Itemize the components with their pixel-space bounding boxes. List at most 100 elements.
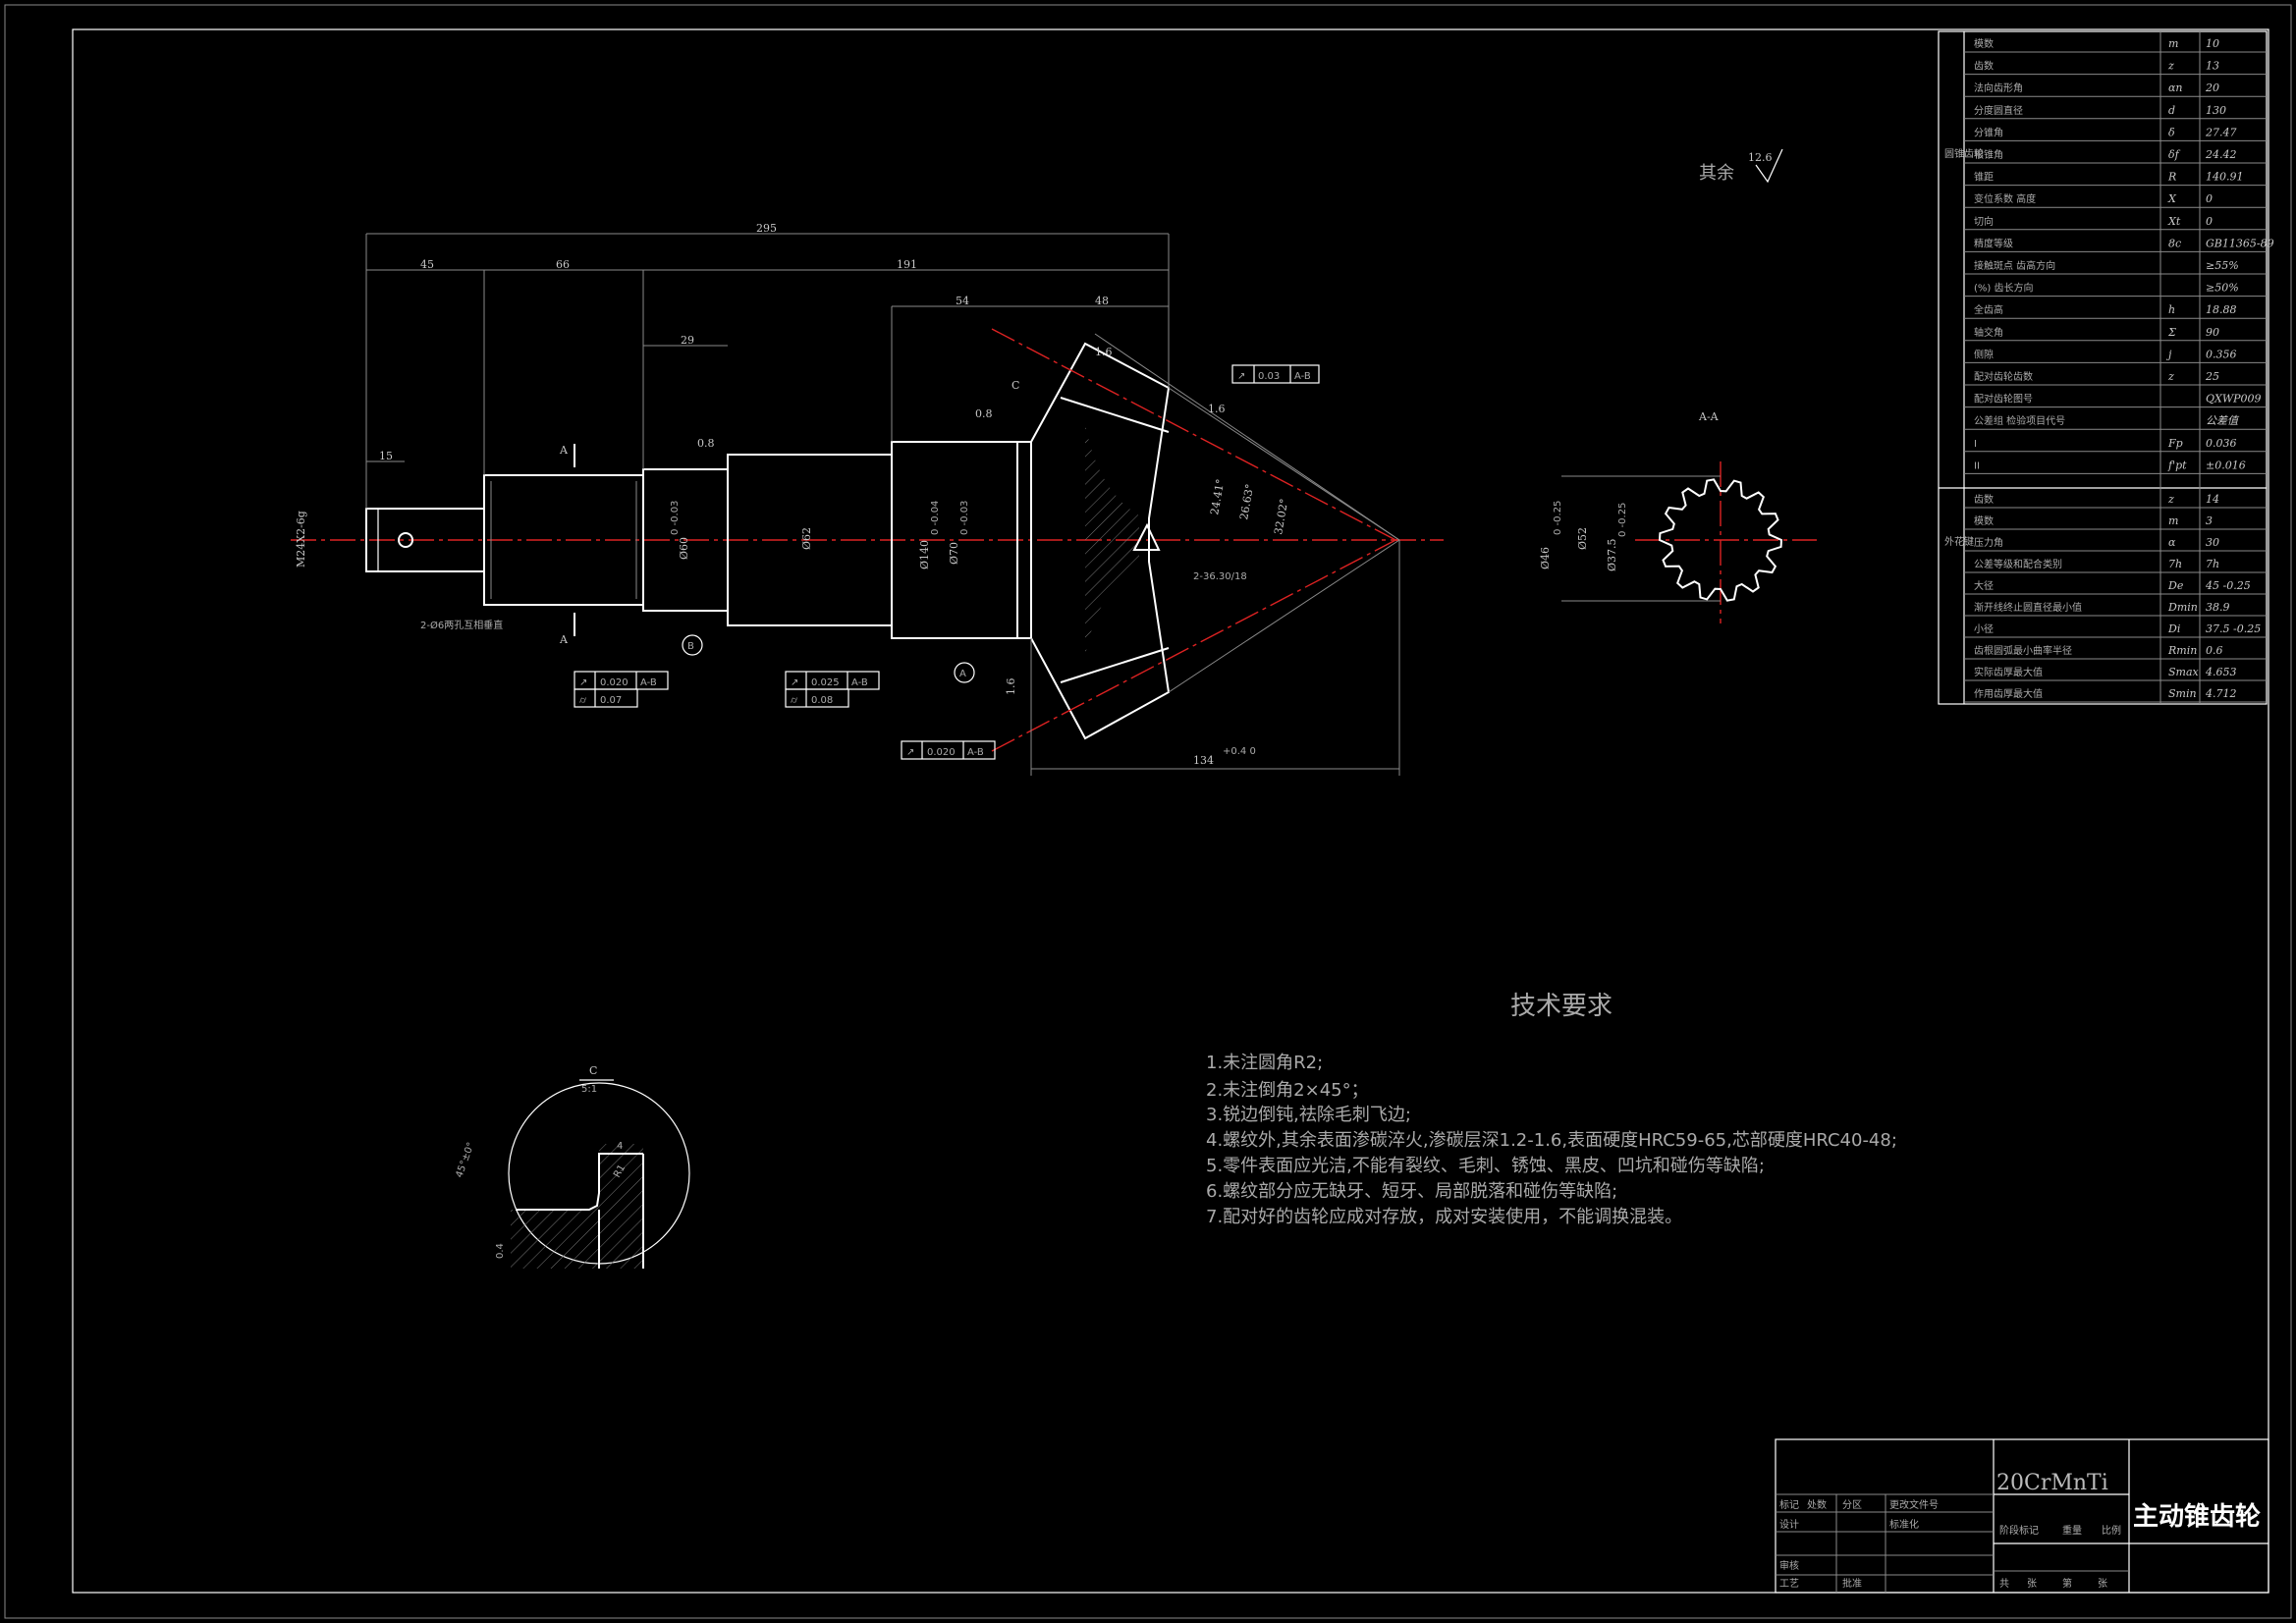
spline-row-1-cell-1: m — [2168, 514, 2178, 527]
spline-row-2-cell-2: 30 — [2206, 536, 2219, 549]
tech-item-7: 7.配对好的齿轮应成对存放，成对安装使用，不能调换混装。 — [1206, 1207, 1682, 1227]
title-block-label-10: 重量 — [2062, 1524, 2082, 1537]
spline-row-7-cell-1: Rmin — [2167, 644, 2197, 657]
cut-label-a-bottom: A — [559, 633, 569, 646]
cross-hole-icon — [398, 532, 413, 548]
gear-row-4-cell-2: 27.47 — [2205, 126, 2237, 138]
svg-text:⌭: ⌭ — [579, 695, 587, 706]
gear-row-5-cell-2: 24.42 — [2205, 148, 2237, 161]
title-block-label-13: 张 — [2027, 1578, 2037, 1590]
gear-row-14-cell-0: 侧隙 — [1974, 348, 1994, 360]
tech-item-3: 3.锐边倒钝,祛除毛刺飞边; — [1206, 1105, 1411, 1125]
tech-item-2: 2.未注倒角2×45°； — [1206, 1080, 1369, 1101]
dim-phi140: Ø140 — [918, 540, 931, 569]
gear-row-11-cell-2: ≥50% — [2206, 282, 2239, 295]
detail-mark-c: C — [1011, 379, 1019, 392]
gear-row-10-cell-2: ≥55% — [2206, 259, 2239, 272]
gear-row-8-cell-0: 切向 — [1974, 215, 1994, 228]
dim-phi70: Ø70 — [948, 542, 960, 565]
svg-text:0.025: 0.025 — [811, 677, 840, 688]
spline-row-2-cell-1: α — [2168, 536, 2176, 549]
gear-row-13-cell-1: Σ — [2167, 326, 2176, 339]
section-a-a: A-A Ø46 0 -0.25 Ø52 Ø37.5 0 -0.25 — [1539, 410, 1817, 623]
detail-angle: 45°±0° — [454, 1141, 476, 1179]
dim-phi37: Ø37.5 — [1606, 538, 1618, 571]
rough-0.8-b: 0.8 — [975, 407, 993, 420]
spline-row-4-cell-1: De — [2167, 579, 2184, 592]
dim-54: 54 — [956, 295, 969, 307]
holes-note-2: 2-36.30/18 — [1193, 571, 1247, 582]
spline-row-0-cell-2: 14 — [2206, 493, 2219, 506]
gear-row-15-cell-2: 25 — [2205, 370, 2219, 383]
tol-frame-1: ↗ 0.03 A-B — [1231, 364, 1320, 384]
gear-section-hatch — [1085, 424, 1139, 656]
gear-row-5-cell-0: 根锥角 — [1974, 148, 2003, 161]
spline-row-8-cell-0: 实际齿厚最大值 — [1974, 666, 2043, 678]
detail-dim-0.4: 0.4 — [495, 1243, 506, 1259]
bearing-seat — [891, 441, 1018, 639]
dim-191: 191 — [897, 258, 917, 271]
gear-row-18-cell-2: 0.036 — [2206, 437, 2237, 450]
spline-row-7-cell-0: 齿根圆弧最小曲率半径 — [1974, 644, 2072, 657]
svg-text:A-B: A-B — [1294, 371, 1311, 382]
gear-row-5-cell-1: δf — [2168, 148, 2181, 161]
gear-row-11-cell-0: (%) 齿长方向 — [1974, 282, 2033, 295]
datum-b-marker — [682, 634, 703, 656]
title-block-label-15: 张 — [2098, 1578, 2107, 1590]
rough-1.6-a: 1.6 — [1095, 346, 1113, 358]
svg-text:0.07: 0.07 — [600, 695, 622, 706]
title-block-label-9: 阶段标记 — [1999, 1524, 2039, 1537]
spline-row-6-cell-0: 小径 — [1974, 622, 1994, 635]
dim-thread: M24X2-6g — [295, 511, 307, 568]
gear-row-10-cell-0: 接触斑点 齿高方向 — [1974, 259, 2055, 272]
dim-phi140-tol: 0 -0.04 — [930, 501, 941, 535]
dim-angle-1: 24.41° — [1208, 478, 1227, 516]
gear-row-6-cell-0: 锥距 — [1974, 172, 1994, 184]
tech-heading: 技术要求 — [1510, 992, 1613, 1021]
title-block-label-7: 工艺 — [1779, 1578, 1799, 1590]
gear-row-8-cell-2: 0 — [2206, 215, 2213, 228]
gear-row-15-cell-1: z — [2167, 370, 2174, 383]
gear-row-18-cell-0: I — [1974, 439, 1977, 450]
gear-row-14-cell-2: 0.356 — [2206, 348, 2237, 360]
title-block: 20CrMnTi 主动锥齿轮 标记处数分区更改文件号设计标准化审核工艺批准阶段标… — [1775, 1438, 2269, 1594]
detail-label: C — [589, 1064, 597, 1077]
dim-45: 45 — [420, 258, 434, 271]
gear-row-12-cell-2: 18.88 — [2206, 303, 2237, 316]
rough-1.6-b: 1.6 — [1208, 403, 1226, 415]
gear-row-0-cell-2: 10 — [2206, 37, 2219, 50]
gear-row-12-cell-1: h — [2168, 303, 2175, 316]
title-block-label-4: 设计 — [1779, 1518, 1799, 1531]
svg-text:↗: ↗ — [1237, 371, 1245, 382]
detail-scale: 5:1 — [581, 1084, 597, 1095]
tech-item-4: 4.螺纹外,其余表面渗碳淬火,渗碳层深1.2-1.6,表面硬度HRC59-65,… — [1206, 1130, 1897, 1151]
roughness-symbol-icon — [1755, 148, 1783, 184]
svg-text:A-B: A-B — [967, 747, 984, 758]
dim-48: 48 — [1095, 295, 1109, 307]
spline-row-9-cell-1: Smin — [2168, 687, 2197, 700]
dim-134: 134 — [1193, 754, 1214, 767]
technical-requirements: 技术要求 1.未注圆角R2; 2.未注倒角2×45°； 3.锐边倒钝,祛除毛刺飞… — [1206, 992, 1897, 1227]
title-block-label-2: 分区 — [1842, 1499, 1862, 1511]
spline-row-8-cell-2: 4.653 — [2205, 666, 2237, 678]
svg-text:0.03: 0.03 — [1258, 371, 1280, 382]
gear-row-19-cell-0: II — [1974, 460, 1980, 471]
tech-item-5: 5.零件表面应光洁,不能有裂纹、毛刺、锈蚀、黑皮、凹坑和碰伤等缺陷; — [1206, 1156, 1765, 1176]
gear-row-0-cell-1: m — [2168, 37, 2178, 50]
part-name: 主动锥齿轮 — [2133, 1502, 2261, 1532]
dim-phi60-tol: 0 -0.03 — [670, 501, 681, 535]
gear-row-3-cell-1: d — [2168, 104, 2175, 117]
title-block-label-0: 标记 — [1779, 1499, 1799, 1511]
spline-row-1-cell-2: 3 — [2206, 514, 2213, 527]
gear-row-3-cell-2: 130 — [2206, 104, 2226, 117]
spline-row-6-cell-1: Di — [2167, 622, 2180, 635]
title-block-label-8: 批准 — [1842, 1577, 1862, 1590]
dimensions: 295 45 66 191 54 48 29 15 134 +0.4 0 M24… — [295, 222, 1400, 776]
detail-dim-4: 4 — [617, 1141, 623, 1152]
spline-row-0-cell-0: 齿数 — [1974, 493, 1994, 506]
inner-border — [72, 28, 2269, 1594]
svg-text:↗: ↗ — [791, 677, 798, 688]
dim-phi46-tol: 0 -0.25 — [1553, 501, 1563, 535]
dim-134-tol: +0.4 0 — [1223, 746, 1256, 757]
